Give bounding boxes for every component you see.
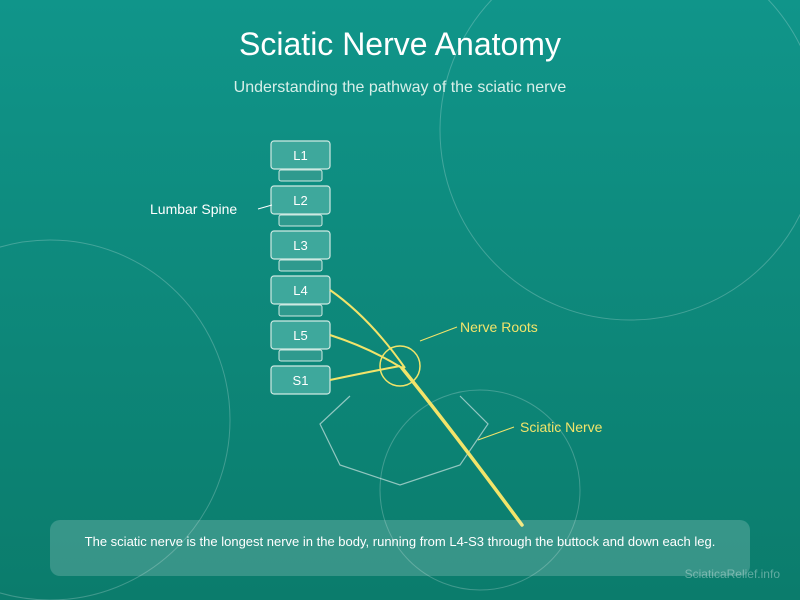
intervertebral-disc <box>278 259 323 272</box>
nerve-roots-leader <box>419 326 458 342</box>
pelvis-outline <box>319 395 489 486</box>
sciatic-nerve-leader <box>477 426 515 441</box>
bg-circle-bottom <box>379 389 581 591</box>
intervertebral-disc <box>278 304 323 317</box>
vertebra-label: L4 <box>293 283 307 298</box>
vertebra-l4: L4 <box>270 275 331 317</box>
vertebra-label: L3 <box>293 238 307 253</box>
vertebra-s1: S1 <box>270 365 331 395</box>
nerve-roots-highlight <box>379 345 421 387</box>
vertebra-l5: L5 <box>270 320 331 362</box>
lumbar-spine-leader <box>257 204 273 210</box>
bg-circle-top-right <box>439 0 800 321</box>
nerve-root-s1 <box>329 365 401 381</box>
watermark: SciaticaRelief.info <box>684 567 780 581</box>
intervertebral-disc <box>278 349 323 362</box>
nerve-root-l4 <box>329 289 406 369</box>
sciatic-nerve-label: Sciatic Nerve <box>520 419 603 435</box>
vertebra-label: L5 <box>293 328 307 343</box>
vertebra-l2: L2 <box>270 185 331 227</box>
caption-panel: The sciatic nerve is the longest nerve i… <box>50 520 750 576</box>
vertebra-l1: L1 <box>270 140 331 182</box>
vertebra-label: S1 <box>293 373 309 388</box>
sciatic-nerve-path <box>400 366 524 527</box>
vertebra-label: L1 <box>293 148 307 163</box>
page-title: Sciatic Nerve Anatomy <box>239 26 561 62</box>
intervertebral-disc <box>278 214 323 227</box>
vertebra-body <box>270 140 331 170</box>
lumbar-spine-label: Lumbar Spine <box>150 201 237 217</box>
vertebra-body <box>270 185 331 215</box>
bg-circle-left <box>0 239 231 600</box>
intervertebral-disc <box>278 169 323 182</box>
page-subtitle: Understanding the pathway of the sciatic… <box>233 79 567 96</box>
vertebra-label: L2 <box>293 193 307 208</box>
vertebra-body <box>270 230 331 260</box>
vertebra-l3: L3 <box>270 230 331 272</box>
nerve-roots-label: Nerve Roots <box>460 319 538 335</box>
caption-text: The sciatic nerve is the longest nerve i… <box>84 534 716 549</box>
nerve-root-l5 <box>329 334 403 369</box>
